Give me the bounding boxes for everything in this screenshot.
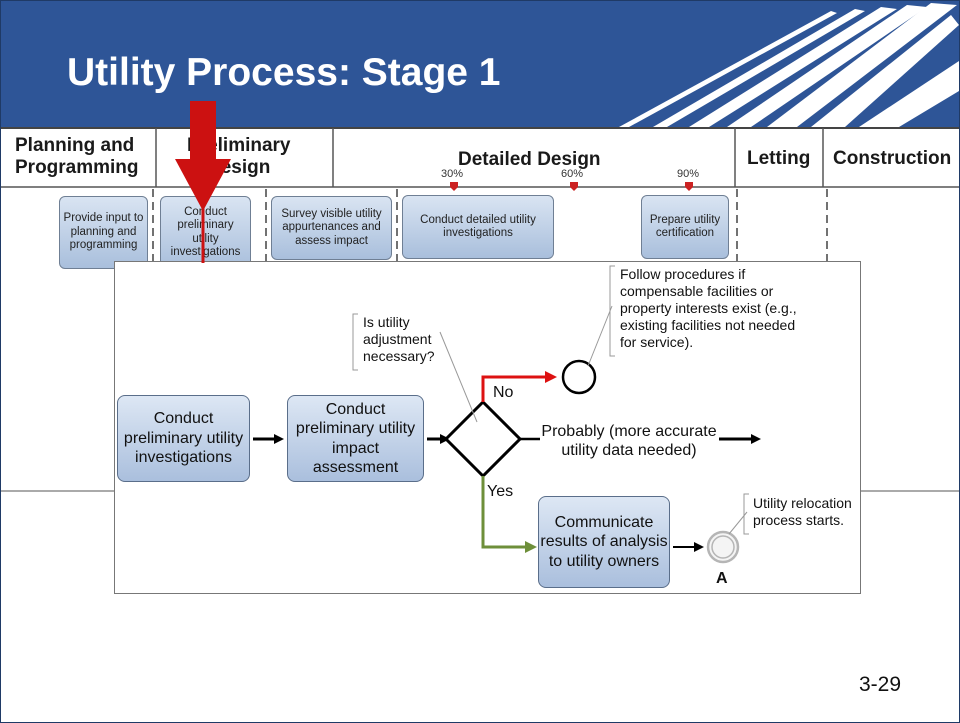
stripes-decoration (619, 3, 959, 127)
phase-construction: Construction (833, 148, 952, 169)
branch-yes-label: Yes (487, 483, 514, 500)
end-note: Utility relocation process starts. (753, 495, 852, 528)
flow-step-communicate: Communicate results of analysis to utili… (538, 496, 670, 588)
swimlane-diagram (1, 127, 959, 492)
header-band: Utility Process: Stage 1 (1, 1, 959, 127)
inset-flowchart: Conduct preliminary utility investigatio… (114, 261, 861, 594)
stage-step-certification: Prepare utility certification (641, 195, 729, 259)
phase-planning: Planning and Programming (15, 135, 139, 178)
no-branch-note: Follow procedures if compensable facilit… (620, 266, 797, 350)
flow-step-impact-assessment: Conduct preliminary utility impact asses… (287, 395, 424, 482)
milestone-30: 30% (441, 168, 464, 180)
stage-step-detailed: Conduct detailed utility investigations (402, 195, 554, 259)
stage-step-preliminary: Conduct preliminary utility investigatio… (160, 196, 251, 269)
phase-letting: Letting (747, 148, 811, 169)
flow-connectors (253, 265, 761, 564)
decision-question: Is utility adjustment necessary? (363, 314, 435, 364)
flow-step-investigations: Conduct preliminary utility investigatio… (117, 395, 250, 482)
stage-step-input: Provide input to planning and programmin… (59, 196, 148, 269)
slide-number: 3-29 (859, 673, 902, 696)
branch-no-label: No (493, 384, 514, 401)
milestone-90: 90% (677, 168, 700, 180)
milestone-60: 60% (561, 168, 584, 180)
stage-step-survey: Survey visible utility appurtenances and… (271, 196, 392, 260)
phase-detailed: Detailed Design (458, 149, 601, 170)
connector-label-a: A (716, 570, 728, 587)
slide-title: Utility Process: Stage 1 (67, 51, 501, 94)
milestone-markers (450, 182, 693, 191)
branch-probably-label: Probably (more accurate utility data nee… (541, 423, 717, 459)
